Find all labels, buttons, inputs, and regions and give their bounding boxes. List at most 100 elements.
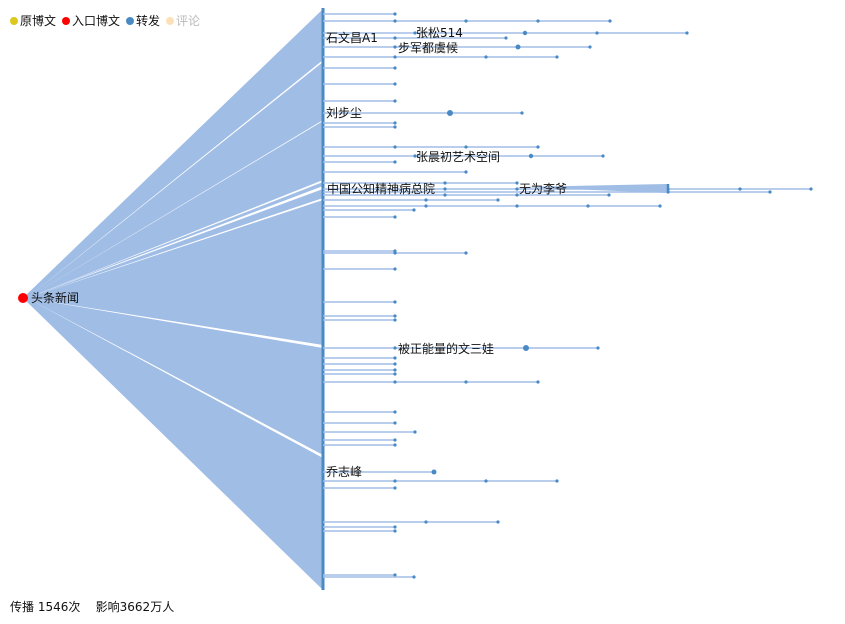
repost-node bbox=[393, 12, 397, 16]
repost-node bbox=[393, 362, 397, 366]
legend-item[interactable]: 评论 bbox=[166, 12, 200, 29]
legend-item[interactable]: 转发 bbox=[126, 12, 160, 29]
hub-node bbox=[528, 153, 534, 159]
repost-node bbox=[595, 31, 599, 35]
edge-fan bbox=[23, 9, 323, 590]
hub-node bbox=[431, 469, 437, 475]
hub-node bbox=[447, 110, 453, 116]
repost-node bbox=[393, 346, 397, 350]
legend-dot-icon bbox=[62, 16, 71, 25]
repost-node bbox=[393, 55, 397, 59]
repost-node bbox=[393, 145, 397, 149]
repost-node bbox=[393, 36, 397, 40]
legend-item[interactable]: 原博文 bbox=[10, 12, 56, 29]
repost-node bbox=[393, 66, 397, 70]
repost-node bbox=[464, 19, 468, 23]
repost-node bbox=[393, 438, 397, 442]
node-label: 中国公知精神病总院 bbox=[327, 181, 435, 196]
repost-node bbox=[536, 19, 540, 23]
repost-node bbox=[393, 19, 397, 23]
repost-node bbox=[393, 125, 397, 129]
hub-node bbox=[523, 345, 529, 351]
repost-node bbox=[601, 154, 605, 158]
repost-node bbox=[393, 486, 397, 490]
legend: 原博文 入口博文 转发评论 bbox=[10, 12, 200, 29]
hub-node bbox=[515, 44, 521, 50]
edge-gap bbox=[27, 298, 323, 348]
repost-node bbox=[738, 187, 742, 191]
repost-node bbox=[393, 121, 397, 125]
repost-node bbox=[424, 204, 428, 208]
node-label: 无为李爷 bbox=[519, 181, 567, 196]
repost-node bbox=[443, 181, 447, 185]
repost-node bbox=[496, 520, 500, 524]
repost-node bbox=[393, 251, 397, 255]
repost-node bbox=[515, 181, 519, 185]
repost-node bbox=[768, 190, 772, 194]
repost-node bbox=[464, 380, 468, 384]
repost-node bbox=[586, 204, 590, 208]
repost-node bbox=[484, 55, 488, 59]
repost-node bbox=[393, 314, 397, 318]
repost-node bbox=[515, 187, 519, 191]
node-label: 张松514 bbox=[416, 26, 463, 40]
repost-node bbox=[685, 31, 689, 35]
repost-node bbox=[413, 430, 417, 434]
node-label: 石文昌A1 bbox=[326, 30, 378, 45]
repost-node bbox=[393, 368, 397, 372]
repost-node bbox=[393, 372, 397, 376]
legend-dot-icon bbox=[10, 16, 18, 25]
influence-count: 影响3662万人 bbox=[95, 600, 175, 614]
root-label: 头条新闻 bbox=[31, 290, 79, 305]
legend-item[interactable]: 入口博文 bbox=[62, 12, 120, 29]
repost-node bbox=[424, 198, 428, 202]
repost-node bbox=[393, 479, 397, 483]
repost-node bbox=[393, 525, 397, 529]
repost-node bbox=[484, 479, 488, 483]
repost-node bbox=[588, 45, 592, 49]
repost-node bbox=[393, 421, 397, 425]
repost-node bbox=[515, 204, 519, 208]
repost-node bbox=[555, 479, 559, 483]
repost-node bbox=[658, 204, 662, 208]
edge-gap bbox=[27, 198, 323, 298]
repost-node bbox=[393, 267, 397, 271]
node-label: 乔志峰 bbox=[326, 465, 362, 479]
legend-label: 转发 bbox=[136, 14, 161, 28]
repost-node bbox=[496, 198, 500, 202]
edge-gap bbox=[27, 60, 323, 298]
repost-node bbox=[393, 215, 397, 219]
legend-label: 入口博文 bbox=[72, 14, 121, 28]
repost-node bbox=[424, 520, 428, 524]
repost-node bbox=[464, 170, 468, 174]
edge-gap bbox=[27, 180, 323, 298]
repost-node bbox=[607, 193, 611, 197]
repost-node bbox=[504, 36, 508, 40]
repost-node bbox=[393, 356, 397, 360]
repost-node bbox=[520, 111, 524, 115]
repost-node bbox=[608, 19, 612, 23]
repost-node bbox=[393, 45, 397, 49]
repost-node bbox=[393, 380, 397, 384]
repost-node bbox=[393, 99, 397, 103]
edge-gap bbox=[27, 120, 323, 298]
root-node bbox=[18, 293, 28, 303]
repost-node bbox=[809, 187, 813, 191]
repost-node bbox=[515, 193, 519, 197]
repost-node bbox=[393, 573, 397, 577]
repost-node bbox=[536, 380, 540, 384]
repost-node bbox=[393, 443, 397, 447]
edge-gap bbox=[27, 186, 323, 298]
repost-node bbox=[464, 251, 468, 255]
repost-node bbox=[443, 187, 447, 191]
repost-node bbox=[412, 208, 416, 212]
repost-node bbox=[596, 346, 600, 350]
hub-node bbox=[522, 30, 528, 36]
repost-node bbox=[393, 160, 397, 164]
node-label: 张晨初艺术空间 bbox=[416, 150, 500, 164]
edge-gap bbox=[27, 298, 323, 458]
repost-node bbox=[413, 31, 417, 35]
legend-dot-icon bbox=[126, 16, 135, 25]
